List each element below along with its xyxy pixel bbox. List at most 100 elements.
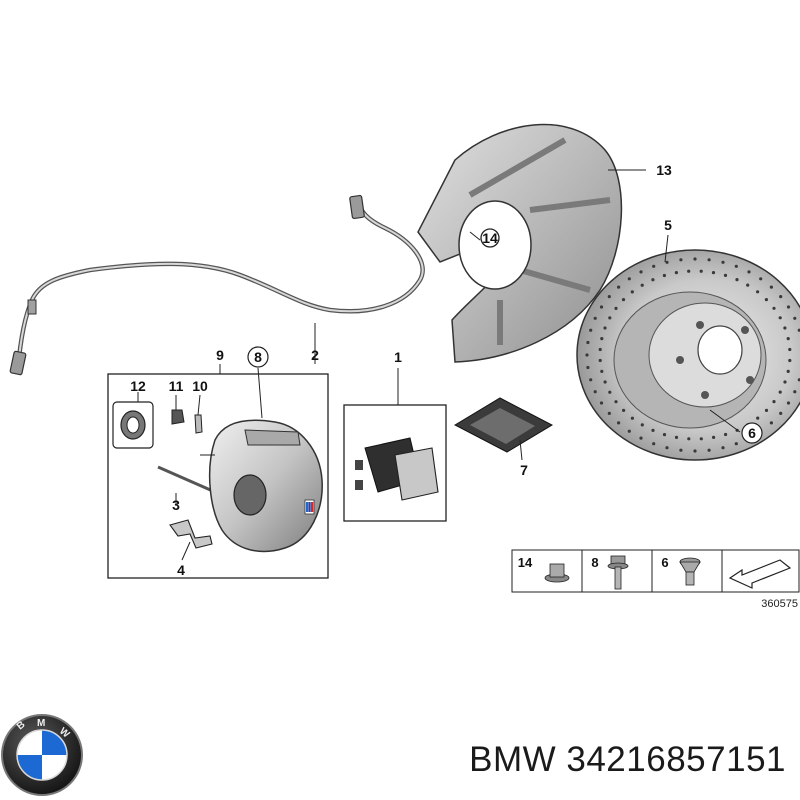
callout-1: 1 [394,349,402,365]
bleeder-cap [171,409,185,425]
drill-hole [772,400,776,404]
brake-pad-box [343,404,447,522]
drill-hole [756,416,760,420]
drill-hole [639,436,643,440]
drill-hole [679,448,683,452]
drill-hole [793,390,797,394]
callout-6: 6 [748,425,756,441]
drill-hole [746,283,750,287]
drill-hole [603,380,607,384]
bmw-logo: B M W [1,714,83,796]
drill-hole [711,271,716,275]
brake-pads [355,437,439,501]
brake-disc [576,249,800,461]
drill-hole [640,423,644,427]
drill-hole [707,258,711,262]
caliper-group-box [107,373,329,579]
hardware-table: 14 8 6 360575 [511,549,800,610]
drill-hole [593,316,597,320]
drill-hole [679,258,683,262]
drill-hole [759,277,763,281]
drill-hole [600,369,604,373]
drill-hole [662,433,667,437]
drill-hole [614,400,618,404]
diagram-id: 360575 [761,598,798,610]
drill-hole [687,437,691,441]
callout-14-circled: 14 [482,230,498,246]
drill-hole [712,435,716,439]
anti-squeal-plate [453,397,554,453]
drill-hole [614,306,618,310]
drill-hole [779,295,783,299]
drill-hole [651,278,655,282]
drill-hole [788,347,792,352]
table-num-2: 8 [591,555,598,570]
svg-text:M: M [37,718,45,729]
drill-hole [627,429,631,433]
drill-hole [608,316,612,320]
callout-10: 10 [192,378,208,394]
callout-labels: 1 2 3 4 5 6 7 8 9 10 11 12 13 [130,162,763,578]
drill-hole [783,326,787,330]
drill-hole [772,306,776,310]
drill-hole [674,435,679,439]
bleeder-screw [194,414,203,434]
drill-hole [630,290,634,294]
drill-hole [651,428,655,432]
leader-lines [137,169,741,561]
drill-hole [622,408,626,412]
wear-sensor [9,194,425,376]
drill-hole [589,328,593,332]
drill-hole [756,290,760,294]
callout-11: 11 [169,378,184,394]
drill-hole [788,358,792,363]
drill-hole [607,411,611,415]
drill-hole [724,432,728,437]
drill-hole [639,270,643,274]
callout-12: 12 [130,378,146,394]
drill-hole [778,316,782,320]
seal-ring [112,401,154,449]
drill-hole [585,353,589,357]
drill-hole [586,340,590,345]
drill-hole [665,260,669,264]
drill-hole [747,270,751,274]
countersunk-screw-icon [679,557,701,586]
drill-hole [778,390,782,394]
drill-hole [598,358,602,363]
drill-hole [786,305,791,309]
callout-9: 9 [216,347,224,363]
callout-8: 8 [254,349,262,365]
drill-hole [769,421,774,425]
table-num-3: 6 [661,555,668,570]
drill-hole [589,378,593,382]
drill-hole [793,316,797,320]
brand-name: BMW [469,740,557,779]
drill-hole [721,260,725,264]
drill-hole [627,277,631,281]
part-number: 34216857151 [566,740,786,779]
dust-shield: 14 [417,123,623,363]
spring-clip [169,519,213,549]
drill-hole [607,295,611,299]
drill-hole [707,448,711,452]
callout-5: 5 [664,217,672,233]
drill-hole [693,257,697,261]
drill-hole [599,401,604,405]
drill-hole [621,298,626,302]
flange-nut-icon [544,563,570,583]
drill-hole [598,347,602,352]
callout-7: 7 [520,462,528,478]
drill-hole [617,285,621,289]
drill-hole [652,442,656,446]
callout-3: 3 [172,497,180,513]
drill-hole [674,271,679,275]
drill-hole [603,326,607,330]
drill-hole [764,408,769,412]
cross-drill-holes [585,257,800,453]
brake-caliper [208,419,323,553]
drill-hole [786,369,790,373]
drill-hole [640,283,644,287]
drill-hole [662,273,667,278]
drill-hole [779,411,783,415]
